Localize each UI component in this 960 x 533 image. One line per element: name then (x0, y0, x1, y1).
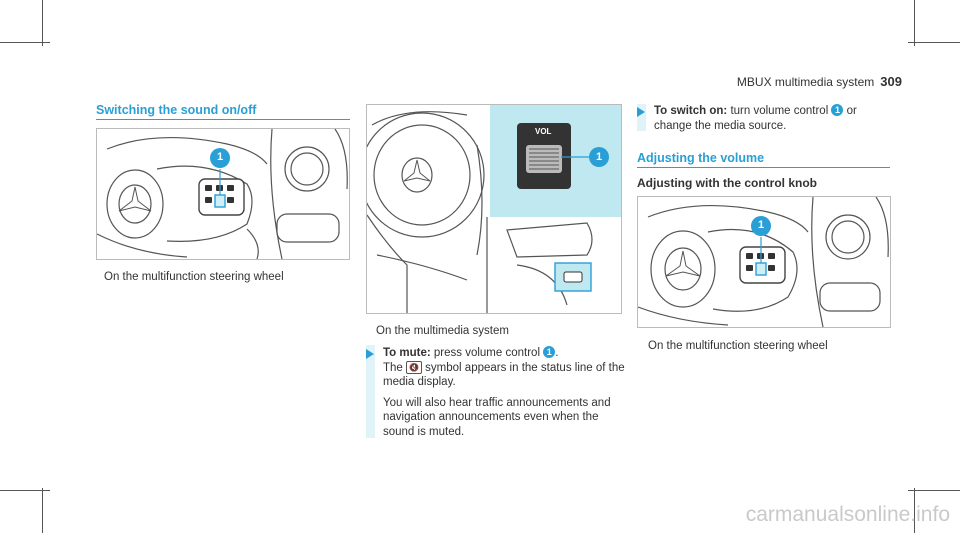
step-highlight-bar (366, 345, 375, 438)
figure-caption-middle: On the multimedia system (376, 325, 509, 337)
callout-number: 1 (757, 219, 765, 231)
header-title: MBUX multimedia system (736, 75, 875, 89)
steering-wheel-illustration (97, 129, 348, 259)
subsection-title: Adjusting with the control knob (637, 176, 817, 190)
step-arrow-icon (637, 107, 645, 117)
page-number: 309 (880, 74, 902, 89)
switch-on-instruction: To switch on: turn volume control 1 or c… (654, 104, 894, 133)
steering-wheel-illustration (638, 197, 889, 327)
crop-mark (914, 488, 915, 533)
crop-mark (0, 490, 50, 491)
step-highlight-bar (637, 104, 646, 131)
callout-number: 1 (543, 346, 556, 358)
mute-text: press volume control (430, 347, 544, 359)
mute-lead: To mute: (383, 347, 431, 359)
section-rule (637, 167, 890, 168)
section-title-volume: Adjusting the volume (637, 151, 765, 165)
callout-number: 1 (216, 151, 224, 163)
crop-mark (42, 488, 43, 533)
mute-text-end: . (555, 347, 559, 359)
section-rule (96, 119, 350, 120)
figure-caption-left: On the multifunction steering wheel (104, 271, 284, 283)
figure-caption-right: On the multifunction steering wheel (648, 340, 828, 352)
step-arrow-icon (366, 349, 374, 359)
steering-wheel-figure-2: 1 (637, 196, 891, 328)
mute-line2-end: symbol appears in the status line of the… (383, 361, 625, 389)
callout-number: 1 (595, 151, 603, 163)
page-header: MBUX multimedia system 309 (737, 74, 902, 89)
switch-on-lead: To switch on: (654, 105, 728, 117)
section-title-sound: Switching the sound on/off (96, 103, 257, 117)
mute-note: You will also hear traffic announcements… (383, 396, 611, 438)
crop-mark (0, 42, 50, 43)
crop-mark (42, 0, 43, 46)
steering-wheel-figure: 1 (96, 128, 350, 260)
switch-on-text: turn volume control (727, 105, 832, 117)
mute-line2-start: The (383, 361, 407, 374)
mute-symbol-icon: 🔇 (406, 360, 422, 374)
cockpit-illustration (367, 105, 621, 313)
crop-mark (908, 42, 960, 43)
crop-mark (908, 490, 960, 491)
watermark: carmanualsonline.info (745, 503, 950, 526)
multimedia-system-figure: VOL 1 (366, 104, 622, 314)
switch-on-text-end: or change the media source. (654, 105, 857, 132)
mute-instruction: To mute: press volume control 1. The 🔇 s… (383, 346, 631, 439)
callout-number: 1 (831, 104, 844, 116)
vol-label: VOL (535, 127, 552, 136)
crop-mark (914, 0, 915, 46)
